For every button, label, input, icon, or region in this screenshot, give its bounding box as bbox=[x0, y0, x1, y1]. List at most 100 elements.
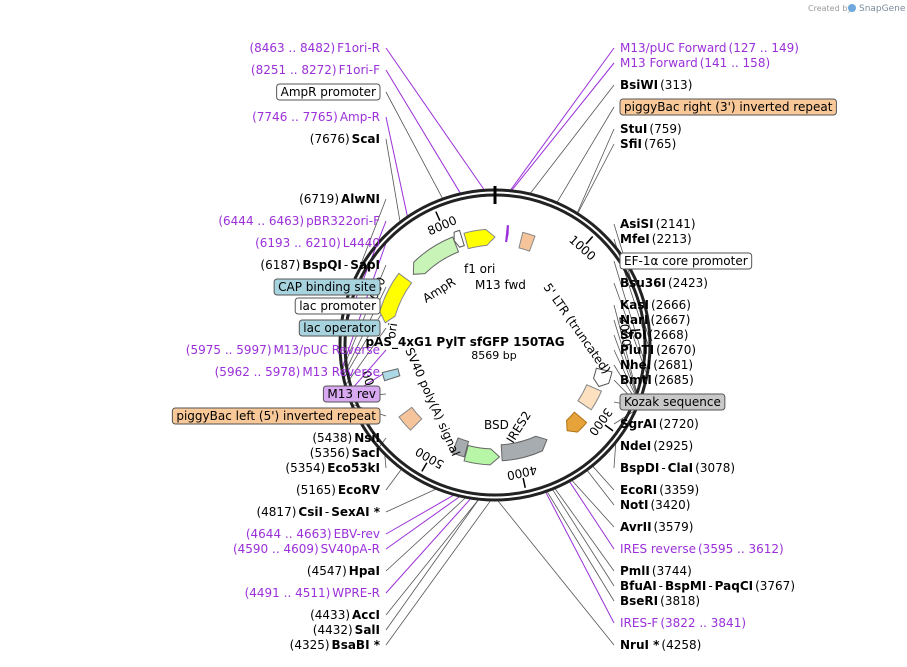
site-label-eco53ki-18[interactable]: (5354) Eco53kI bbox=[285, 461, 380, 475]
site-label-scai-4[interactable]: (7676) ScaI bbox=[310, 132, 380, 146]
leader-bspdi-19 bbox=[613, 443, 617, 469]
primer-label-f1ori-r-0[interactable]: (8463 .. 8482) F1ori-R bbox=[249, 41, 380, 55]
site-label-nhei-14[interactable]: NheI (2681) bbox=[620, 358, 693, 372]
feature-label-piggybac-left-5-inverted-repeat-15[interactable]: piggyBac left (5') inverted repeat bbox=[171, 407, 381, 425]
site-label-saci-17[interactable]: (5356) SacI bbox=[310, 446, 380, 460]
label-name: IRES-F bbox=[620, 616, 658, 630]
leader-wpre-r-24 bbox=[385, 498, 471, 594]
primer-label-ebv-rev-21[interactable]: (4644 .. 4663) EBV-rev bbox=[246, 527, 380, 541]
site-label-sfii-5[interactable]: SfiI (765) bbox=[620, 137, 676, 151]
feature-label-lac-promoter-10[interactable]: lac promoter bbox=[294, 297, 381, 315]
site-label-nsii-16[interactable]: (5438) NsiI bbox=[312, 431, 380, 445]
site-label-bsiwi-2[interactable]: BsiWI (313) bbox=[620, 78, 692, 92]
site-label-csii-20[interactable]: (4817) CsiI - SexAI * bbox=[256, 505, 380, 519]
leader-lac-promoter-10 bbox=[342, 305, 387, 380]
feature-label-text: Kozak sequence bbox=[624, 395, 721, 409]
feature-arc-f1-ori[interactable] bbox=[463, 228, 496, 250]
feature-arc-bsd[interactable] bbox=[463, 444, 501, 466]
primer-label-sv40pa-r-22[interactable]: (4590 .. 4609) SV40pA-R bbox=[233, 542, 380, 556]
label-pos: (3420) bbox=[651, 498, 691, 512]
feature-arc-wpre[interactable] bbox=[398, 406, 423, 431]
feature-arc-ampr[interactable] bbox=[412, 236, 460, 275]
site-label-nrui-28[interactable]: NruI * (4258) bbox=[620, 638, 701, 652]
label-name: F1ori-R bbox=[337, 41, 380, 55]
credit-brand: SnapGene bbox=[859, 4, 906, 14]
feature-arc-5-ltr[interactable] bbox=[518, 231, 536, 252]
feature-label-m13-rev-14[interactable]: M13 rev bbox=[322, 385, 381, 403]
label-name: NarI bbox=[620, 313, 649, 327]
site-label-bmti-15[interactable]: BmtI (2685) bbox=[620, 373, 694, 387]
feature-arc-ires2[interactable] bbox=[500, 435, 548, 462]
label-pos: (2666) bbox=[651, 298, 691, 312]
feature-arc-ori[interactable] bbox=[379, 272, 413, 324]
primer-label-ires-reverse-23[interactable]: IRES reverse (3595 .. 3612) bbox=[620, 542, 784, 556]
site-label-bspqi-8[interactable]: (6187) BspQI - SapI bbox=[260, 258, 380, 272]
feature-arc-sv40-polya[interactable] bbox=[451, 437, 470, 458]
primer-label-pbr322ori-f-6[interactable]: (6444 .. 6463) pBR322ori-F bbox=[218, 214, 380, 228]
feature-label-box bbox=[619, 98, 837, 116]
site-label-nari-11[interactable]: NarI (2667) bbox=[620, 313, 690, 327]
feature-label-cap-binding-site-9[interactable]: CAP binding site bbox=[273, 278, 381, 296]
label-name: AvrII bbox=[620, 520, 652, 534]
site-label-stui-4[interactable]: StuI (759) bbox=[620, 122, 682, 136]
site-label-bseri-26[interactable]: BseRI (3818) bbox=[620, 594, 700, 608]
primer-label-m13-forward-1[interactable]: M13 Forward (141 .. 158) bbox=[620, 56, 770, 70]
site-label-bsabi-27[interactable]: (4325) BsaBI * bbox=[290, 638, 381, 652]
primer-label-ires-f-27[interactable]: IRES-F (3822 .. 3841) bbox=[620, 616, 746, 630]
site-label-ecori-20[interactable]: EcoRI (3359) bbox=[620, 483, 699, 497]
primer-label-wpre-r-24[interactable]: (4491 .. 4511) WPRE-R bbox=[245, 586, 380, 600]
primer-label-m13-reverse-13[interactable]: (5962 .. 5978) M13 Reverse bbox=[215, 365, 380, 379]
site-label-alwni-5[interactable]: (6719) AlwNI bbox=[299, 192, 380, 206]
site-label-bfuai-25[interactable]: BfuAI - BspMI - PaqCI (3767) bbox=[620, 579, 795, 593]
feature-label-ampr-promoter-2[interactable]: AmpR promoter bbox=[276, 83, 381, 101]
leader-sfoi-12 bbox=[613, 334, 640, 404]
site-label-bsu36i-9[interactable]: Bsu36I (2423) bbox=[620, 276, 708, 290]
feature-label-kozak-sequence-16[interactable]: Kozak sequence bbox=[619, 393, 726, 411]
site-label-ndei-18[interactable]: NdeI (2925) bbox=[620, 439, 693, 453]
primer-label-m13-puc-reverse-12[interactable]: (5975 .. 5997) M13/pUC Reverse bbox=[186, 343, 380, 357]
label-name: SexAI * bbox=[331, 505, 380, 519]
feature-arc-orange-cds[interactable] bbox=[566, 411, 588, 433]
label-name: M13/pUC Forward bbox=[620, 41, 727, 55]
site-label-bspdi-19[interactable]: BspDI - ClaI (3078) bbox=[620, 461, 735, 475]
feature-label-box bbox=[276, 83, 381, 101]
feature-arc-ef1a-core[interactable] bbox=[592, 367, 613, 388]
site-label-avrii-22[interactable]: AvrII (3579) bbox=[620, 520, 693, 534]
site-label-kasi-10[interactable]: KasI (2666) bbox=[620, 298, 691, 312]
feature-arc-m13-fwd[interactable] bbox=[505, 225, 509, 243]
site-label-pmli-24[interactable]: PmlI (3744) bbox=[620, 564, 692, 578]
primer-label-l4440-7[interactable]: (6193 .. 6210) L4440 bbox=[255, 236, 380, 250]
site-label-sali-26[interactable]: (4432) SalI bbox=[313, 623, 380, 637]
feature-label-ef-1-core-promoter-8[interactable]: EF-1α core promoter bbox=[619, 252, 753, 270]
leader-ecori-20 bbox=[592, 466, 615, 491]
site-label-acci-25[interactable]: (4433) AccI bbox=[310, 608, 380, 622]
label-name: F1ori-F bbox=[339, 63, 380, 77]
leader-ebv-rev-21 bbox=[385, 494, 454, 535]
primer-label-m13-puc-forward-0[interactable]: M13/pUC Forward (127 .. 149) bbox=[620, 41, 799, 55]
site-label-ecorv-19[interactable]: (5165) EcoRV bbox=[296, 483, 381, 497]
label-name: BseRI bbox=[620, 594, 658, 608]
primer-label-amp-r-3[interactable]: (7746 .. 7765) Amp-R bbox=[252, 110, 380, 124]
site-label-sfoi-12[interactable]: SfoI (2668) bbox=[620, 328, 688, 342]
leader-m13-forward-1 bbox=[511, 62, 615, 191]
site-label-asisi-6[interactable]: AsiSI (2141) bbox=[620, 217, 696, 231]
site-label-pluti-13[interactable]: PluTI (2670) bbox=[620, 343, 696, 357]
feature-arc-kozak-insert[interactable] bbox=[577, 384, 603, 411]
tick-label-1000: 1000 bbox=[566, 233, 598, 264]
site-label-noti-21[interactable]: NotI (3420) bbox=[620, 498, 690, 512]
feature-label-piggybac-right-3-inverted-repeat-3[interactable]: piggyBac right (3') inverted repeat bbox=[619, 98, 837, 116]
feature-arc-ampr-promoter[interactable] bbox=[453, 229, 465, 248]
site-label-mfei-7[interactable]: MfeI (2213) bbox=[620, 232, 692, 246]
feature-arc-lac-operator[interactable] bbox=[381, 368, 401, 382]
primer-label-f1ori-f-1[interactable]: (8251 .. 8272) F1ori-F bbox=[251, 63, 380, 77]
site-label-sgrai-17[interactable]: SgrAI (2720) bbox=[620, 417, 699, 431]
label-name: NsiI bbox=[354, 431, 380, 445]
label-name: BspQI bbox=[302, 258, 342, 272]
label-name: SapI bbox=[350, 258, 380, 272]
feature-label-lac-operator-11[interactable]: lac operator bbox=[298, 319, 381, 337]
label-pos: (4491 .. 4511) bbox=[245, 586, 331, 600]
label-pos: (5962 .. 5978) bbox=[215, 365, 301, 379]
site-label-hpai-23[interactable]: (4547) HpaI bbox=[307, 564, 380, 578]
label-name: Amp-R bbox=[340, 110, 380, 124]
feature-label-text: lac operator bbox=[303, 321, 376, 335]
